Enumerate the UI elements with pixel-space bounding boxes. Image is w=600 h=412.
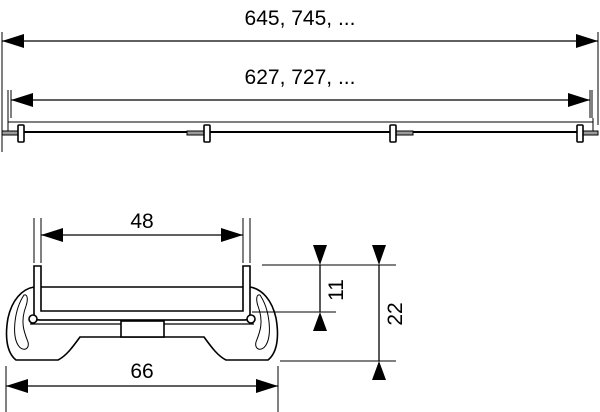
- bracket-tab-right: [582, 130, 599, 136]
- total-height-dimension: 22: [372, 245, 407, 380]
- bracket-clip-1: [17, 124, 25, 143]
- inner-length-label: 627, 727, ...: [245, 66, 356, 89]
- left-bump: [28, 314, 38, 324]
- bracket-clip-3: [389, 124, 397, 143]
- bracket-tab-3: [395, 130, 414, 136]
- arrow-left-icon: [11, 93, 33, 107]
- arrow-up-icon: [372, 361, 386, 380]
- outer-width-dimension: 66: [5, 360, 279, 412]
- right-bump: [246, 314, 256, 324]
- overall-length-label: 645, 745, ...: [245, 7, 356, 30]
- arrow-left-icon: [2, 34, 24, 48]
- arrow-right-icon: [568, 93, 590, 107]
- top-view: 645, 745, ... 627, 727, ...: [1, 7, 599, 152]
- arrow-right-icon: [576, 34, 598, 48]
- arrow-left-icon: [6, 379, 28, 393]
- inner-width-dimension: 48: [33, 210, 251, 263]
- arrow-right-icon: [256, 379, 278, 393]
- drain-profile: [5, 265, 279, 361]
- bracket-tab-left: [1, 130, 20, 136]
- inner-width-label: 48: [130, 210, 153, 233]
- bracket-clip-4: [576, 124, 584, 143]
- arrow-down-icon: [372, 245, 386, 265]
- bracket-tab-2: [186, 130, 205, 136]
- upper-height-label: 11: [325, 279, 348, 301]
- arrow-up-icon: [313, 312, 327, 331]
- bracket-clip-2: [203, 124, 211, 143]
- total-height-label: 22: [384, 302, 407, 325]
- center-block: [120, 320, 165, 338]
- inner-length-dimension: 627, 727, ...: [7, 66, 593, 118]
- outer-width-label: 66: [130, 360, 153, 383]
- arrow-left-icon: [41, 228, 63, 242]
- drain-rail: [1, 118, 599, 143]
- upper-height-dimension: 11: [313, 245, 348, 331]
- right-slot: [255, 294, 270, 350]
- arrow-right-icon: [221, 228, 243, 242]
- left-slot: [14, 294, 29, 350]
- overall-length-dimension: 645, 745, ...: [1, 7, 599, 152]
- arrow-down-icon: [313, 245, 327, 265]
- section-view: 48 66: [5, 210, 407, 412]
